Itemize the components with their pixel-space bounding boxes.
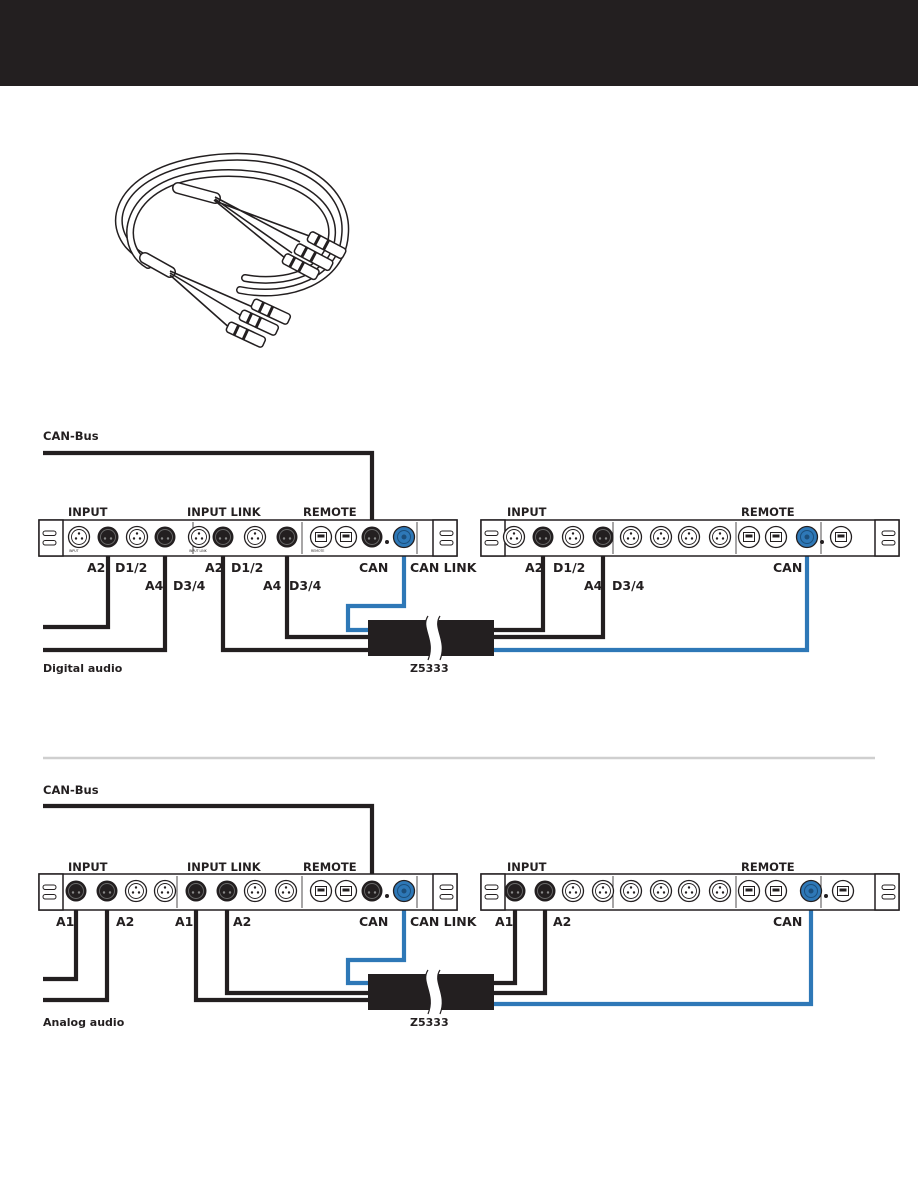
section-input: INPUT (507, 860, 547, 874)
callout-a2: A2 (553, 914, 571, 929)
callout-d34: D3/4 (612, 578, 645, 593)
cable-label: Z5333 (410, 662, 449, 675)
cable-label: Z5333 (410, 1016, 449, 1029)
device-2-panel (480, 873, 900, 911)
svg-text:INPUT LINK: INPUT LINK (189, 549, 208, 553)
callout-can-link: CAN LINK (410, 560, 478, 575)
section-input: INPUT (507, 505, 547, 519)
section-remote: REMOTE (303, 860, 357, 874)
section-input: INPUT (68, 860, 108, 874)
can-bus-label: CAN-Bus (43, 783, 99, 797)
source-label: Digital audio (43, 662, 123, 675)
analog-diagram: CAN-Bus INPUT (38, 783, 900, 1029)
callout-can: CAN (773, 560, 802, 575)
device-1-panel: INPUT INPUT LINK REMOTE (38, 519, 458, 557)
header-bar (0, 0, 918, 86)
callout-can: CAN (773, 914, 802, 929)
callout-a1: A1 (56, 914, 74, 929)
callout-a2: A2 (87, 560, 105, 575)
callout-can-link: CAN LINK (410, 914, 478, 929)
callout-link-a4: A4 (263, 578, 282, 593)
z5333-multicore-cable (368, 615, 494, 661)
source-label: Analog audio (43, 1016, 125, 1029)
device-1-panel (38, 873, 458, 911)
section-remote: REMOTE (741, 860, 795, 874)
svg-text:REMOTE: REMOTE (311, 549, 324, 553)
callout-a2: A2 (116, 914, 134, 929)
callout-a2: A2 (525, 560, 543, 575)
section-remote: REMOTE (741, 505, 795, 519)
callout-link-a2: A2 (233, 914, 251, 929)
section-remote: REMOTE (303, 505, 357, 519)
callout-link-a2: A2 (205, 560, 223, 575)
callout-link-d12: D1/2 (231, 560, 263, 575)
svg-text:INPUT: INPUT (69, 549, 79, 553)
digital-diagram: CAN-Bus INPUT (38, 429, 900, 675)
breakout-cable-illustration (115, 152, 350, 348)
callout-can: CAN (359, 914, 388, 929)
device-2-panel (480, 519, 900, 557)
callout-d34: D3/4 (173, 578, 206, 593)
callout-a4: A4 (145, 578, 164, 593)
callout-can: CAN (359, 560, 388, 575)
callout-a4: A4 (584, 578, 603, 593)
callout-d12: D1/2 (115, 560, 147, 575)
callout-link-a1: A1 (175, 914, 193, 929)
can-bus-label: CAN-Bus (43, 429, 99, 443)
callout-link-d34: D3/4 (289, 578, 322, 593)
section-input: INPUT (68, 505, 108, 519)
section-input-link: INPUT LINK (187, 860, 262, 874)
z5333-multicore-cable (368, 969, 494, 1015)
callout-d12: D1/2 (553, 560, 585, 575)
callout-a1: A1 (495, 914, 513, 929)
section-input-link: INPUT LINK (187, 505, 262, 519)
